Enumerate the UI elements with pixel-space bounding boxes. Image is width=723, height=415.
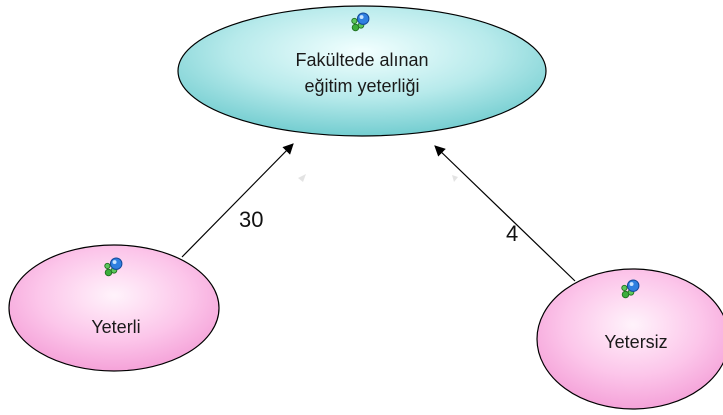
node-center-label-line2: eğitim yeterliği: [304, 76, 419, 96]
edge-shadow-mark: [452, 175, 458, 182]
node-left[interactable]: Yeterli: [8, 244, 220, 372]
node-right-label: Yetersiz: [604, 332, 667, 352]
node-left-label: Yeterli: [91, 317, 140, 337]
edge-label-4: 4: [506, 221, 518, 246]
edge-left-to-center[interactable]: [181, 143, 294, 258]
node-center-label-line1: Fakültede alınan: [295, 50, 428, 70]
edge-label-30: 30: [239, 207, 263, 232]
edge-shadow-mark: [298, 174, 306, 182]
node-center[interactable]: Fakültede alınan eğitim yeterliği: [177, 5, 547, 137]
node-right[interactable]: Yetersiz: [536, 268, 723, 410]
edge-right-to-center[interactable]: [434, 145, 576, 282]
